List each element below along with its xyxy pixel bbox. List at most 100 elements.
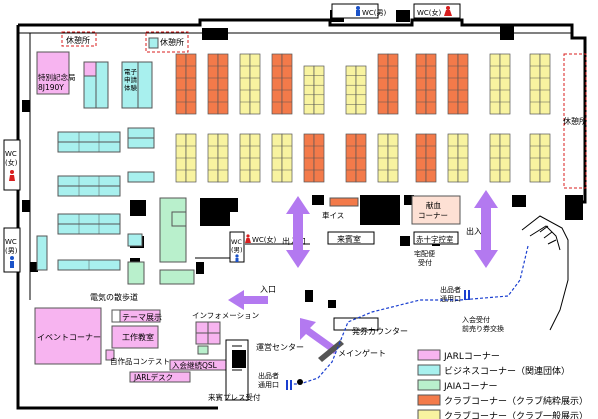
club-booth-top-right [499, 53, 511, 115]
club-booth-top-right [457, 53, 469, 115]
arrows [228, 190, 498, 354]
club-booth-top-left [303, 65, 315, 115]
wc-male-top-label: WC(男) [362, 9, 387, 17]
entrance-mid-label: 入口 [260, 285, 276, 294]
wc-male-top: WC(男) [331, 3, 387, 19]
club-booth-top-left [271, 53, 283, 115]
delivery-label: 宅配便受付 [414, 249, 435, 267]
legend-label: JAIAコーナー [443, 381, 497, 392]
building-walls [16, 18, 587, 410]
electric-path-label: 電気の散歩道 [90, 292, 138, 302]
club-booth-top-left [415, 53, 427, 115]
legend-swatch [417, 409, 441, 419]
theme-exhibit-label: テーマ展示 [122, 313, 162, 322]
club-booth-top-right [355, 65, 367, 115]
legend-label: JARLコーナー [443, 351, 500, 362]
workshop-label: 工作教室 [122, 332, 154, 342]
special-booth [36, 51, 70, 95]
club-booth-top-right [539, 53, 551, 115]
legend-label: クラブコーナー（クラブ一般展示） [444, 410, 588, 419]
legend-label: クラブコーナー（クラブ純粋展示） [444, 395, 588, 407]
business-booth-top-c [137, 61, 153, 109]
club-pure-booth-small [329, 197, 359, 207]
wc-female-left: WC(女) [3, 139, 21, 191]
club-booth-top-left [529, 53, 541, 115]
wc-female-mid: WC(女) [245, 234, 277, 244]
svg-text:WC(男): WC(男) [231, 238, 243, 254]
entrance-right-label: 出入口 [466, 226, 490, 236]
contest-label: 自作品コンテスト [110, 356, 170, 366]
rest-area-top-mid-label: 休憩所 [160, 37, 184, 47]
operation-center-block [225, 339, 249, 401]
club-booth-top-right [313, 65, 325, 115]
rest-area-top-left-box [61, 31, 97, 47]
legend-label: ビジネスコーナー（関連団体） [444, 365, 570, 377]
ticket-counter-label: 発券カウンター [352, 326, 408, 336]
entry-ticket-label: 入会受付前売り券交換 [462, 315, 504, 333]
main-gate-bar [318, 340, 344, 362]
rest-area-top-mid-box [145, 31, 189, 53]
wc-female-mid-label: WC(女) [252, 235, 277, 244]
wc-male-mid: WC(男) [229, 231, 245, 263]
blood-donation-label: 献血コーナー [418, 200, 448, 220]
visitor-path [292, 245, 529, 385]
exhibitor-entrance-right-label: 出品者通用口 [440, 285, 461, 303]
business-booth-dividers [78, 132, 100, 270]
theme-exhibit-inner [111, 309, 121, 323]
club-booth-top-left [345, 65, 357, 115]
legend-swatch [417, 394, 441, 406]
wc-male-left: WC(男) [3, 227, 21, 273]
information-green-booth [197, 345, 209, 355]
business-corner-booths [36, 127, 155, 271]
club-booth-top-right [217, 53, 229, 115]
svg-text:WC(男): WC(男) [5, 238, 18, 255]
club-booth-top-right [281, 53, 293, 115]
ticket-counter-box [333, 317, 379, 331]
electronic-application-label: 電子申請体験 [124, 68, 138, 92]
press-reception-label: 来賓プレス受付 [208, 392, 261, 402]
jarl-desk [129, 371, 191, 383]
business-booth-top-a [83, 75, 97, 109]
legend-swatch [417, 349, 441, 361]
business-booth-top-b [95, 61, 109, 109]
rest-area-top-mid-booth [148, 37, 159, 49]
legend-swatch [417, 379, 441, 391]
club-booth-top-left [447, 53, 459, 115]
path-dot [297, 379, 303, 385]
rest-area-top-left-label: 休憩所 [66, 35, 90, 45]
workshop [111, 325, 159, 349]
svg-text:WC(女): WC(女) [5, 150, 18, 167]
club-booth-top-left [489, 53, 501, 115]
event-corner-label: イベントコーナー [37, 333, 101, 342]
club-booth-top-left [239, 53, 251, 115]
jarl-desk-label: JARLデスク [133, 372, 173, 382]
exhibitor-entrance-bottom-label: 出品者通用口 [258, 371, 279, 389]
vip-room [327, 231, 375, 245]
club-booth-top-left [175, 53, 187, 115]
club-booth-top-left [377, 53, 389, 115]
contest-booth [105, 349, 115, 361]
wc-female-top: WC(女) [413, 3, 461, 19]
stairs-right [521, 215, 569, 331]
club-corner-booths [175, 53, 551, 183]
club-booth-top-left [207, 53, 219, 115]
legend-swatch [417, 364, 441, 376]
club-booth-top-right [387, 53, 399, 115]
operation-center-label: 運営センター [256, 342, 304, 352]
business-booth-small [127, 233, 143, 247]
club-booth-top-right [185, 53, 197, 115]
path-markers [286, 290, 470, 390]
rest-area-right-label: 休憩所 [563, 116, 587, 126]
blood-donation-room [411, 195, 461, 225]
event-corner [34, 307, 102, 365]
main-gate-label: メインゲート [338, 348, 386, 358]
club-booth-top-right [249, 53, 261, 115]
wheelchair-label: 車イス [322, 210, 344, 220]
red-cross-room-label: 赤十字控室 [416, 234, 454, 244]
jaia-corner-booths [127, 197, 195, 285]
qsl-label: 入会継続QSL [172, 360, 218, 370]
rest-area-right-box [563, 53, 587, 189]
